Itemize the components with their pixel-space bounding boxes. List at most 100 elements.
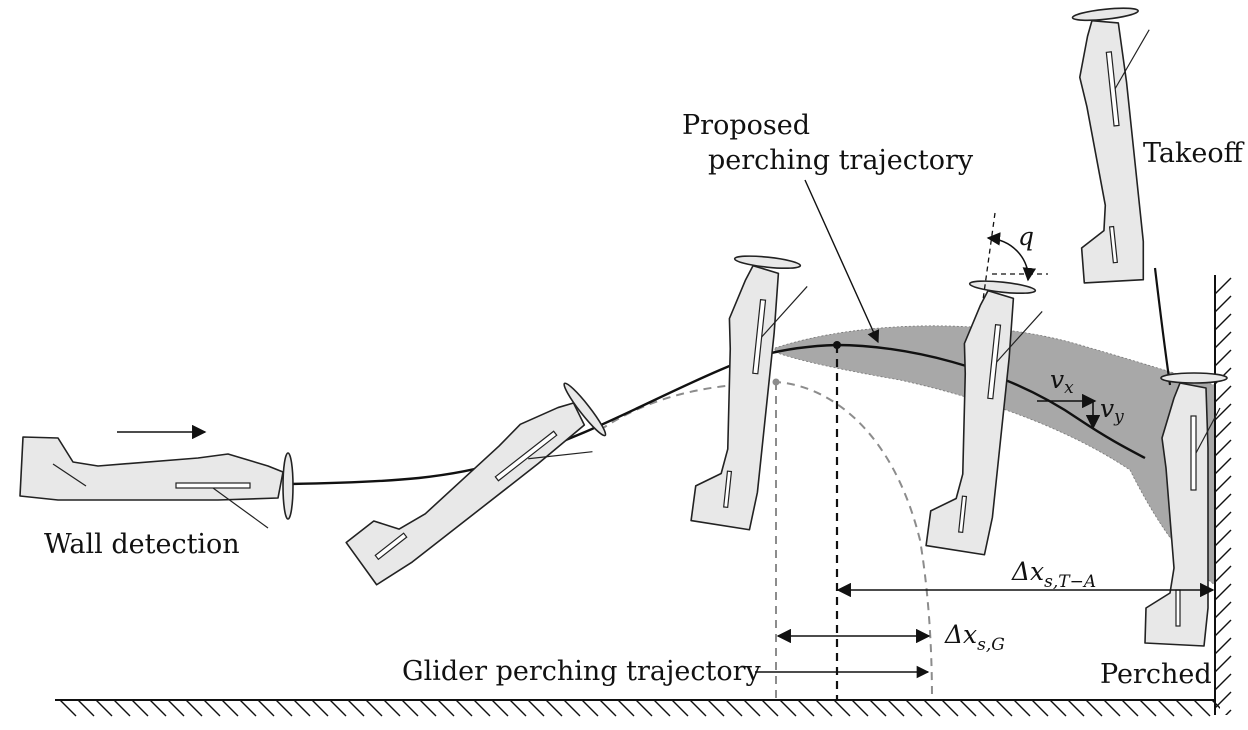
ground-hatch-stroke	[491, 700, 509, 717]
wall-hatch-stroke	[1215, 565, 1232, 583]
wall-hatch-stroke	[1215, 349, 1232, 367]
ground-hatch-stroke	[833, 700, 851, 717]
ground-hatch-stroke	[599, 700, 617, 717]
takeoff-label: Takeoff	[1143, 138, 1245, 169]
vx-symbol: vx	[1050, 365, 1074, 398]
ground-hatch-stroke	[689, 700, 707, 717]
ground-hatch-stroke	[797, 700, 815, 717]
ground-hatch-stroke	[563, 700, 581, 717]
ground-hatch-stroke	[419, 700, 437, 717]
wall-hatch-stroke	[1215, 619, 1232, 637]
ground-hatch-stroke	[1193, 700, 1211, 717]
q-symbol: q	[1018, 222, 1034, 251]
ground-hatch-stroke	[635, 700, 653, 717]
ground-hatch	[59, 700, 1220, 717]
wall-hatch-stroke	[1215, 637, 1232, 655]
ground-hatch-stroke	[59, 700, 77, 717]
ground-hatch-stroke	[761, 700, 779, 717]
ground-hatch-stroke	[743, 700, 761, 717]
ground-hatch-stroke	[527, 700, 545, 717]
ground-hatch-stroke	[167, 700, 185, 717]
ground-hatch-stroke	[977, 700, 995, 717]
aircraft-vertical-2	[925, 280, 1043, 556]
perched-label: Perched	[1100, 659, 1212, 690]
ground-hatch-stroke	[329, 700, 347, 717]
ground-hatch-stroke	[1031, 700, 1049, 717]
ground-hatch-stroke	[671, 700, 689, 717]
proposed-leader	[804, 179, 880, 344]
ground-hatch-stroke	[1013, 700, 1031, 717]
aircraft-wall-detection	[19, 436, 294, 529]
ground-hatch-stroke	[311, 700, 329, 717]
glider-start-point	[772, 378, 780, 386]
ground-hatch-stroke	[1139, 700, 1157, 717]
ground-hatch-stroke	[1121, 700, 1139, 717]
wall-detection-label: Wall detection	[44, 529, 240, 560]
ground-hatch-stroke	[1067, 700, 1085, 717]
ground-hatch-stroke	[77, 700, 95, 717]
ground-hatch-stroke	[185, 700, 203, 717]
ground-hatch-stroke	[851, 700, 869, 717]
ground-hatch-stroke	[275, 700, 293, 717]
ground-hatch-stroke	[401, 700, 419, 717]
ground-hatch-stroke	[1175, 700, 1193, 717]
ground-hatch-stroke	[905, 700, 923, 717]
ground-hatch-stroke	[149, 700, 167, 717]
ground-hatch-stroke	[95, 700, 113, 717]
q-reference-vertical	[982, 212, 996, 301]
ground-hatch-stroke	[383, 700, 401, 717]
q-arc	[986, 232, 1037, 282]
ground-hatch-stroke	[1049, 700, 1067, 717]
ground-hatch-stroke	[653, 700, 671, 717]
wall-hatch-stroke	[1215, 673, 1232, 691]
ground-hatch-stroke	[815, 700, 833, 717]
wall-hatch-stroke	[1215, 403, 1232, 421]
ground-hatch-stroke	[1103, 700, 1121, 717]
wall-hatch-stroke	[1215, 601, 1232, 619]
ground-hatch-stroke	[365, 700, 383, 717]
proposed-label-line2: perching trajectory	[708, 145, 974, 176]
ground-hatch-stroke	[473, 700, 491, 717]
ground-hatch-stroke	[869, 700, 887, 717]
dx-g-label: Δxs,G	[944, 620, 1005, 655]
wall-hatch-stroke	[1215, 529, 1232, 547]
wall-hatch-stroke	[1215, 313, 1232, 331]
wall-hatch-stroke	[1215, 331, 1232, 349]
wall-hatch-stroke	[1225, 709, 1232, 715]
dx-ta-label: Δxs,T−A	[1011, 557, 1096, 592]
wall-hatch-stroke	[1215, 691, 1232, 709]
aircraft-takeoff	[1071, 7, 1150, 284]
ground-hatch-stroke	[1157, 700, 1175, 717]
ground-hatch-stroke	[257, 700, 275, 717]
ground-hatch-stroke	[887, 700, 905, 717]
ground-hatch-stroke	[455, 700, 473, 717]
ground-hatch-stroke	[779, 700, 797, 717]
wall-hatch-stroke	[1215, 511, 1232, 529]
ground-hatch-stroke	[131, 700, 149, 717]
ground-hatch-stroke	[293, 700, 311, 717]
ground-hatch-stroke	[995, 700, 1013, 717]
glider-trajectory-curve	[599, 380, 933, 701]
aircraft-pitching-up	[345, 382, 607, 586]
ground-hatch-stroke	[113, 700, 131, 717]
wall-hatch-stroke	[1215, 295, 1232, 313]
wall-hatch-stroke	[1215, 583, 1232, 601]
ground-hatch-stroke	[923, 700, 941, 717]
ground-hatch-stroke	[617, 700, 635, 717]
ground-hatch-stroke	[221, 700, 239, 717]
wall-hatch-stroke	[1215, 475, 1232, 493]
takeoff-path	[1153, 267, 1172, 386]
wall-hatch-stroke	[1215, 493, 1232, 511]
ground-hatch-stroke	[437, 700, 455, 717]
ground-hatch-stroke	[509, 700, 527, 717]
wall-hatch-stroke	[1215, 277, 1232, 295]
ground-hatch-stroke	[239, 700, 257, 717]
proposed-label-line1: Proposed	[682, 110, 810, 141]
glider-label: Glider perching trajectory	[402, 656, 761, 687]
wall-hatch-stroke	[1215, 655, 1232, 673]
ground-hatch-stroke	[959, 700, 977, 717]
aircraft-perched	[1144, 372, 1228, 647]
wall-hatch-stroke	[1215, 457, 1232, 475]
wall-hatch-stroke	[1215, 385, 1232, 403]
ground-hatch-stroke	[203, 700, 221, 717]
